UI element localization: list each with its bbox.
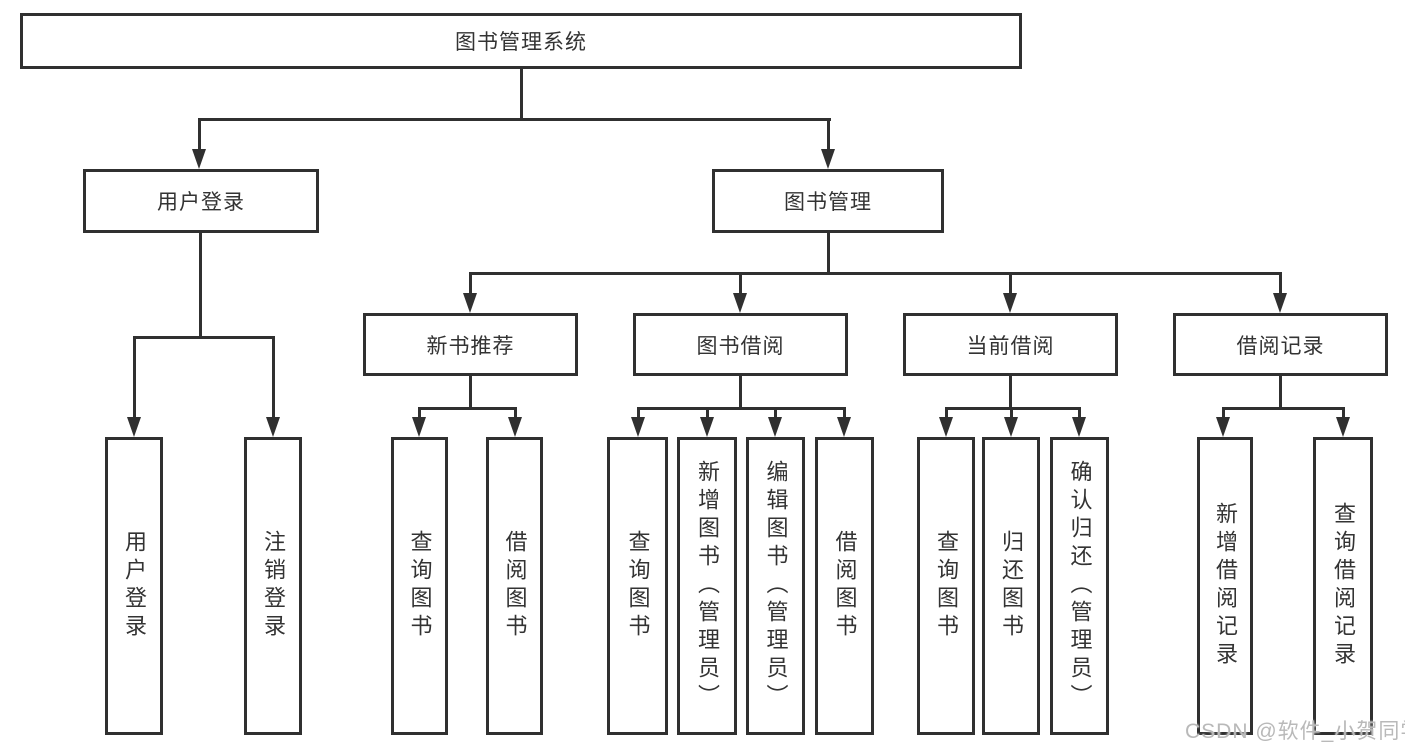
connector-line [637,407,640,419]
connector-line [739,272,742,296]
leaf-user-login: 用户登录 [105,437,163,735]
down-arrow-icon [631,417,645,437]
down-arrow-icon [821,149,835,169]
node-new-book-recommend: 新书推荐 [363,313,578,376]
connector-line [469,376,472,407]
level2-rail-line [469,272,1282,275]
connector-line [1342,407,1345,419]
group-rail-line [637,407,846,410]
down-arrow-icon [700,417,714,437]
connector-line [418,407,421,419]
leaf-add-book-admin: 新增图书（管理员） [677,437,737,735]
down-arrow-icon [266,417,280,437]
leaf-return-book: 归还图书 [982,437,1040,735]
down-arrow-icon [837,417,851,437]
down-arrow-icon [463,293,477,313]
leaf-borrow-books-recommend: 借阅图书 [486,437,543,735]
connector-line [199,233,202,336]
connector-line [739,376,742,407]
leaf-logout: 注销登录 [244,437,302,735]
down-arrow-icon [1273,293,1287,313]
down-arrow-icon [1072,417,1086,437]
connector-line [198,118,201,152]
leaf-add-borrow-record: 新增借阅记录 [1197,437,1253,735]
root-stem-line [520,69,523,118]
connector-line [774,407,777,419]
down-arrow-icon [127,417,141,437]
node-book-management: 图书管理 [712,169,944,233]
leaf-edit-book-admin: 编辑图书（管理员） [746,437,805,735]
connector-line [133,336,136,418]
connector-line [843,407,846,419]
connector-line [272,336,275,418]
connector-line [1078,407,1081,419]
leaf-query-books-recommend: 查询图书 [391,437,448,735]
leaf-query-books-borrowing: 查询图书 [607,437,668,735]
leaf-query-borrow-record: 查询借阅记录 [1313,437,1373,735]
down-arrow-icon [1003,293,1017,313]
down-arrow-icon [192,149,206,169]
node-current-borrowing: 当前借阅 [903,313,1118,376]
watermark: CSDN @软件_小贺同学 [1185,720,1405,743]
down-arrow-icon [1336,417,1350,437]
node-book-borrowing: 图书借阅 [633,313,848,376]
connector-line [827,118,830,152]
leaf-query-books-current: 查询图书 [917,437,975,735]
connector-line [514,407,517,419]
leaf-confirm-return-admin: 确认归还（管理员） [1050,437,1109,735]
down-arrow-icon [733,293,747,313]
connector-line [1279,272,1282,296]
user-login-rail-line [133,336,275,339]
connector-line [469,272,472,296]
connector-line [827,233,830,272]
leaf-borrow-books-borrowing: 借阅图书 [815,437,874,735]
down-arrow-icon [508,417,522,437]
down-arrow-icon [412,417,426,437]
connector-line [706,407,709,419]
down-arrow-icon [1004,417,1018,437]
group-rail-line [418,407,516,410]
connector-line [1009,376,1012,407]
node-user-login: 用户登录 [83,169,319,233]
down-arrow-icon [768,417,782,437]
group-rail-line [1222,407,1344,410]
connector-line [1010,407,1013,419]
down-arrow-icon [1216,417,1230,437]
connector-line [1009,272,1012,296]
connector-line [1222,407,1225,419]
node-root: 图书管理系统 [20,13,1022,69]
level1-rail-line [198,118,831,121]
connector-line [945,407,948,419]
node-borrowing-records: 借阅记录 [1173,313,1388,376]
down-arrow-icon [939,417,953,437]
connector-line [1279,376,1282,407]
